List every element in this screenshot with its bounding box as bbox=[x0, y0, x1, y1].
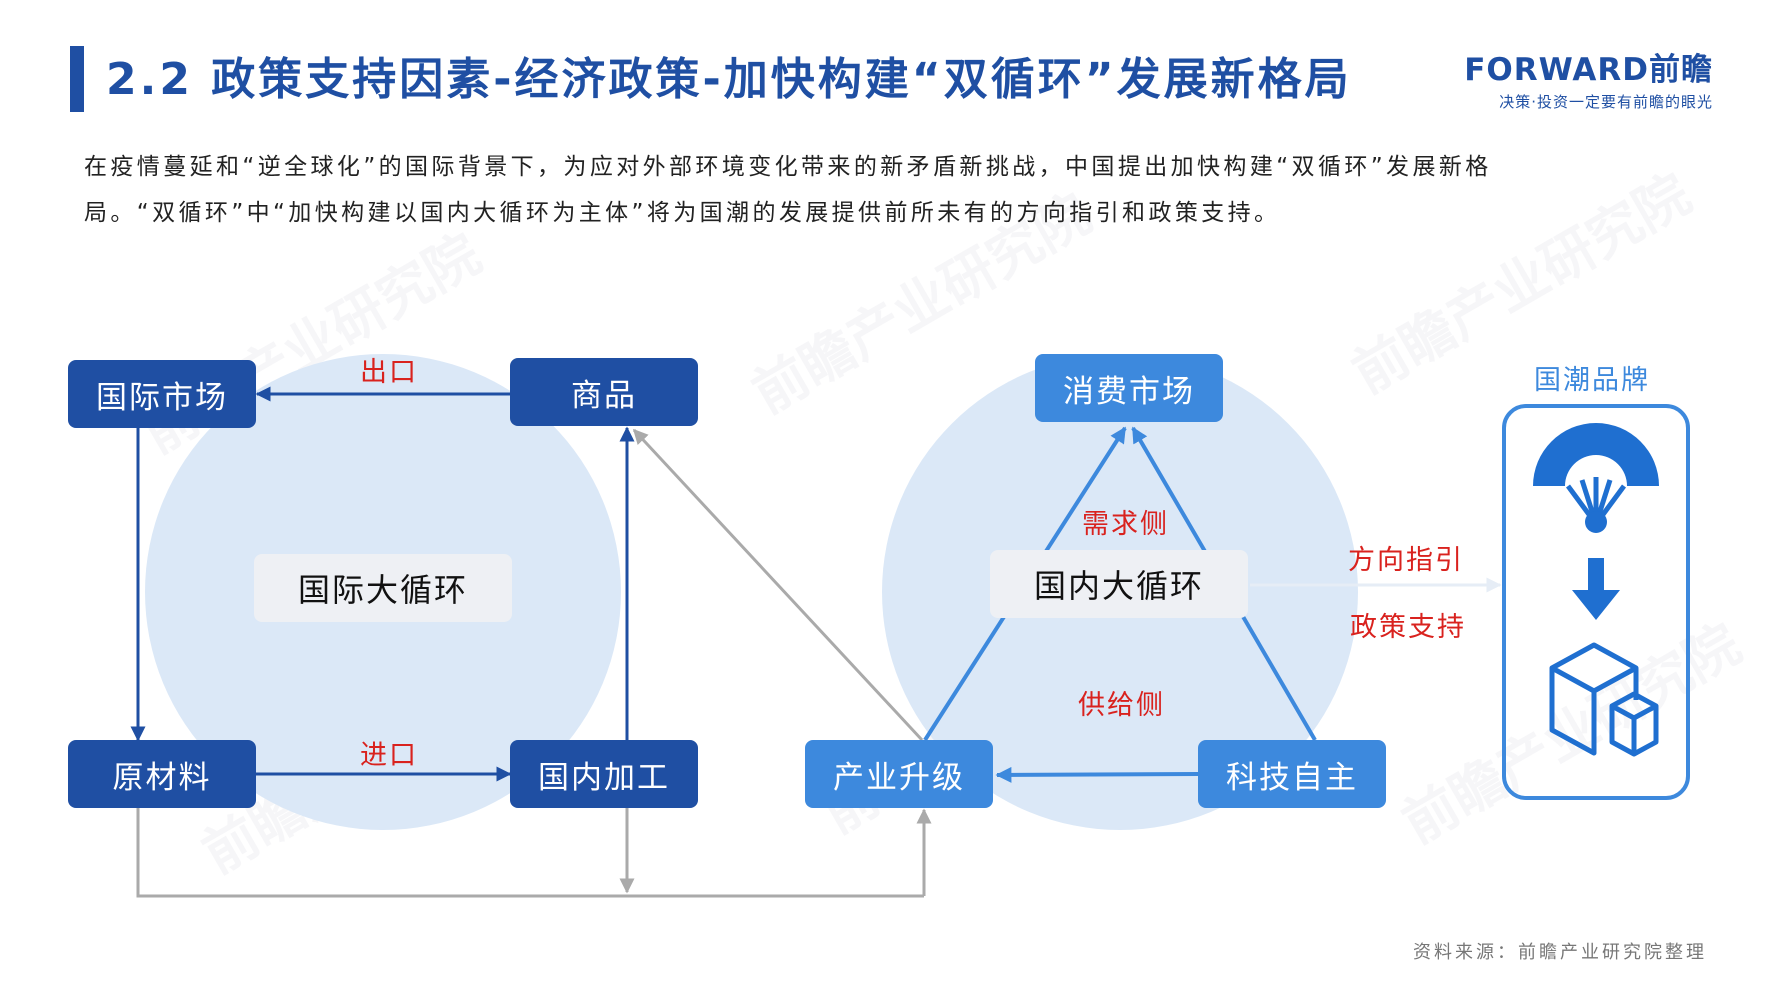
guochao-brand-title: 国潮品牌 bbox=[1534, 365, 1650, 396]
raw-materials-node: 原材料 bbox=[68, 740, 256, 808]
source-note: 资料来源：前瞻产业研究院整理 bbox=[1413, 942, 1707, 963]
domestic-processing-node: 国内加工 bbox=[510, 740, 698, 808]
industry-upgrade-node: 产业升级 bbox=[805, 740, 993, 808]
intro-paragraph: 在疫情蔓延和“逆全球化”的国际背景下，为应对外部环境变化带来的新矛盾新挑战，中国… bbox=[84, 144, 1694, 236]
policy-support-label: 政策支持 bbox=[1350, 612, 1466, 643]
supply-side-label: 供给侧 bbox=[1078, 690, 1165, 721]
import-label: 进口 bbox=[360, 740, 418, 771]
international-market-node: 国际市场 bbox=[68, 360, 256, 428]
brand-panel bbox=[1502, 404, 1690, 800]
consumer-market-node: 消费市场 bbox=[1035, 354, 1223, 422]
international-cycle-center-label: 国际大循环 bbox=[254, 554, 512, 622]
goods-node: 商品 bbox=[510, 358, 698, 426]
upgrade-to-goods-arrow bbox=[632, 428, 924, 742]
demand-side-label: 需求侧 bbox=[1082, 509, 1169, 540]
export-label: 出口 bbox=[360, 357, 418, 388]
logo-tagline: 决策·投资一定要有前瞻的眼光 bbox=[1499, 93, 1713, 111]
cubes-icon bbox=[1549, 642, 1659, 757]
gray-loop-line bbox=[136, 808, 924, 898]
arrow-down-icon bbox=[1572, 558, 1620, 620]
domestic-cycle-center-label: 国内大循环 bbox=[990, 550, 1248, 618]
intro-line: 在疫情蔓延和“逆全球化”的国际背景下，为应对外部环境变化带来的新矛盾新挑战，中国… bbox=[84, 154, 1492, 180]
page-title: 2.2 政策支持因素-经济政策-加快构建“双循环”发展新格局 bbox=[106, 54, 1352, 105]
tech-independence-node: 科技自主 bbox=[1198, 740, 1386, 808]
brand-logo: FORWARD前瞻 决策·投资一定要有前瞻的眼光 bbox=[1464, 44, 1713, 112]
supply-side-arrow bbox=[995, 766, 1199, 783]
fan-icon bbox=[1533, 423, 1659, 533]
title-accent-bar bbox=[70, 46, 84, 112]
logo-text: FORWARD前瞻 bbox=[1464, 52, 1713, 88]
intro-line: 局。“双循环”中“加快构建以国内大循环为主体”将为国潮的发展提供前所未有的方向指… bbox=[84, 200, 1281, 226]
direction-guidance-label: 方向指引 bbox=[1348, 545, 1464, 576]
